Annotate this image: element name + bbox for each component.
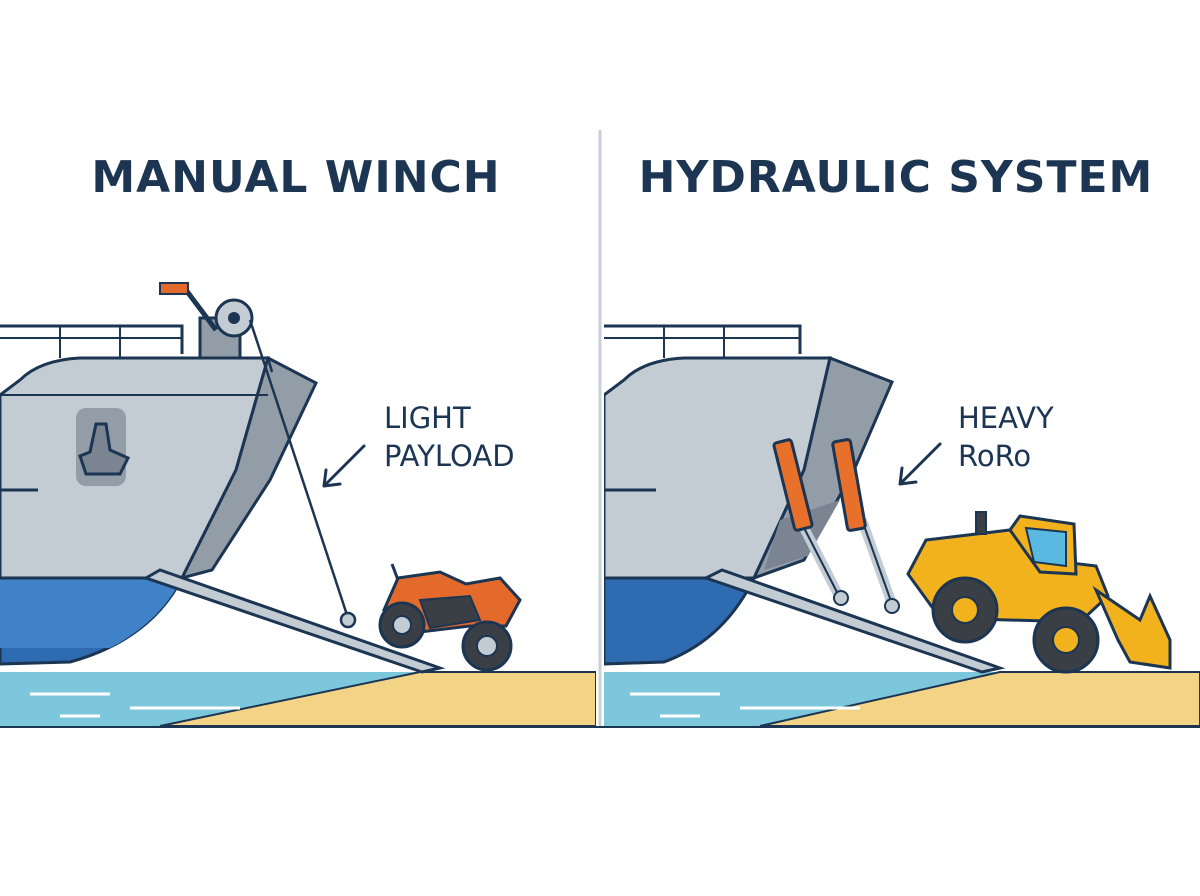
callout-label-right-line2: RoRo [958, 439, 1031, 473]
panel-title-right: HYDRAULIC SYSTEM [639, 152, 1154, 203]
manual-winch [159, 282, 254, 360]
callout-arrow [898, 442, 942, 486]
callout-label-left-line2: PAYLOAD [384, 439, 515, 473]
winch-handle[interactable] [159, 282, 189, 295]
beach-sand [759, 671, 1200, 727]
ramp [142, 568, 446, 674]
ramp [702, 568, 1006, 674]
atv-quad-bike [378, 563, 522, 672]
anchor-icon [78, 422, 131, 476]
loader-bucket [1092, 585, 1172, 670]
hydraulic-cylinders [772, 438, 900, 614]
manual-winch-panel [0, 282, 596, 727]
wheel-loader [906, 511, 1172, 674]
callout-label-left-line1: LIGHT [384, 401, 471, 435]
hydraulic-system-panel [604, 324, 1200, 727]
callout-label-right-line1: HEAVY [958, 401, 1054, 435]
callout-arrow [322, 444, 366, 488]
winch-cable [248, 319, 350, 619]
panel-title-left: MANUAL WINCH [91, 152, 500, 203]
